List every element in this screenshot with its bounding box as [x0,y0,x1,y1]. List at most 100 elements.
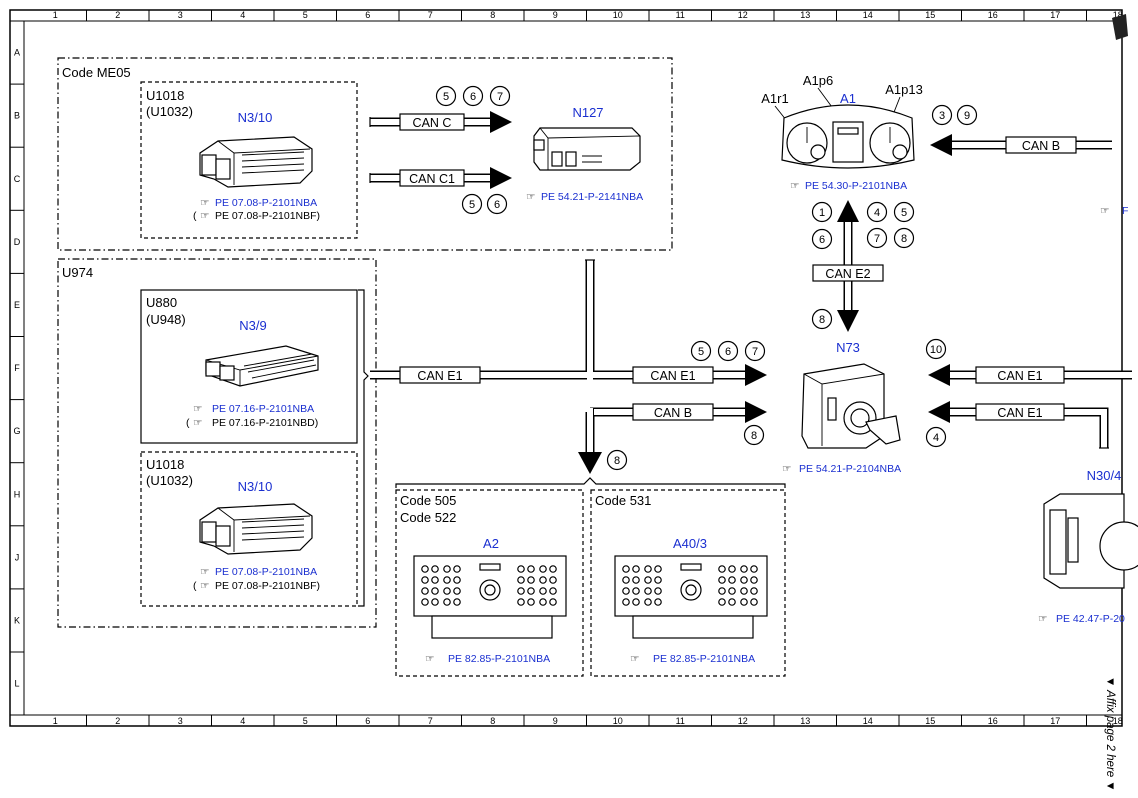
a1-sub-r1: A1r1 [761,91,788,106]
can-c-box [399,113,465,131]
group-me05-label: Code ME05 [62,65,131,80]
n3-10-bottom-id: N3/10 [238,479,273,494]
n127-id: N127 [572,105,603,120]
bus-wires [369,117,1132,452]
bus-arrowheads [490,111,952,474]
can-c-label: CAN C [413,116,452,130]
grid-column-label: 12 [738,10,748,20]
group-me05-box [57,57,673,251]
can-e1-mid-box [632,366,714,384]
group-u974-label: U974 [62,265,93,280]
n3-10-bottom-ref2-icon: ☞ [200,580,209,592]
a1-ref: PE 54.30-P-2101NBA [805,180,907,192]
a2-id: A2 [483,536,499,551]
note-circle: 7 [489,85,511,107]
grid-row-label: A [14,48,20,58]
grid-column-label: 11 [676,716,685,726]
document-mark-icon [1112,14,1128,40]
grid-row-label: J [15,552,20,562]
n3-10-top-ref1-icon: ☞ [200,197,209,209]
n3-10-bottom-variant-alt: (U1032) [146,473,193,488]
can-b-top-label: CAN B [1022,139,1060,153]
group-code522-label: Code 522 [400,510,456,525]
note-circle: 10 [925,338,947,360]
drawing-frame [9,9,1123,727]
n3-9-box [140,289,358,444]
n3-9-variant: U880 [146,295,177,310]
n3-9-ref2-open: ( [186,417,190,429]
grid-column-label: 10 [613,10,623,20]
note-number: 7 [497,91,503,103]
can-e2-label: CAN E2 [825,267,870,281]
note-number: 1 [819,207,825,219]
grid-column-label: 15 [925,716,935,726]
grid-column-label: 15 [925,10,935,20]
a40-3-id: A40/3 [673,536,707,551]
note-circle: 1 [811,201,833,223]
note-circle: 4 [866,201,888,223]
n3-10-bottom-variant: U1018 [146,457,184,472]
can-c1-label: CAN C1 [409,172,455,186]
can-e1-mid-label: CAN E1 [650,369,695,383]
grid-column-label: 5 [303,716,308,726]
a2-ref-icon: ☞ [425,653,434,665]
a40-3-ref: PE 82.85-P-2101NBA [653,653,755,665]
grid-column-label: 14 [863,716,873,726]
grid-column-label: 5 [303,10,308,20]
grid-column-label: 2 [115,10,120,20]
group-code505-label: Code 505 [400,493,456,508]
n3-10-bottom-box [140,451,358,607]
grid-column-label: 4 [240,716,245,726]
grid-column-label: 16 [988,10,998,20]
note-number: 6 [494,199,500,211]
a2-ref: PE 82.85-P-2101NBA [448,653,550,665]
grid-row-label: G [13,426,20,436]
note-number: 6 [725,346,731,358]
note-number: 7 [874,233,880,245]
note-circle: 8 [606,449,628,471]
grid-column-label: 7 [428,716,433,726]
grid-row-label: L [14,679,19,689]
n3-9-ref1: PE 07.16-P-2101NBA [212,403,314,415]
a1-id: A1 [840,91,856,106]
note-number: 4 [933,432,939,444]
n3-9-ref2: PE 07.16-P-2101NBD) [212,417,318,429]
grid-row-label: K [14,615,20,625]
can-e1-left-label: CAN E1 [417,369,462,383]
radio-icon [614,555,768,639]
a40-3-ref-icon: ☞ [630,653,639,665]
group-code531-box [590,489,786,677]
n30-4-id: N30/4 [1087,468,1122,483]
grid-column-label: 16 [988,716,998,726]
n3-10-bottom-ref1-icon: ☞ [200,566,209,578]
note-circle: 7 [866,227,888,249]
grid-column-label: 12 [738,716,748,726]
grid-column-label: 14 [863,10,873,20]
note-number: 8 [819,314,825,326]
note-circle: 8 [811,308,833,330]
abs-unit-icon [1043,493,1138,589]
a1-sub-p6: A1p6 [803,73,833,88]
n73-id: N73 [836,340,860,355]
note-number: 6 [819,234,825,246]
can-e1-right-bottom-box [975,403,1065,421]
n73-ref: PE 54.21-P-2104NBA [799,463,901,475]
note-circle: 5 [690,340,712,362]
note-number: 5 [443,91,449,103]
n3-9-variant-alt: (U948) [146,312,186,327]
note-number: 5 [469,199,475,211]
note-circle: 6 [811,228,833,250]
n3-10-top-ref2-open: ( [193,210,197,222]
can-e1-right-top-box [975,366,1065,384]
note-number: 10 [930,344,942,356]
grid-row-label: C [14,174,21,184]
note-circle: 6 [462,85,484,107]
ignition-switch-icon [801,363,901,449]
can-c1-box [399,169,465,187]
note-number: 5 [698,346,704,358]
note-number: 5 [901,207,907,219]
note-number: 8 [614,455,620,467]
n3-10-top-variant-alt: (U1032) [146,104,193,119]
